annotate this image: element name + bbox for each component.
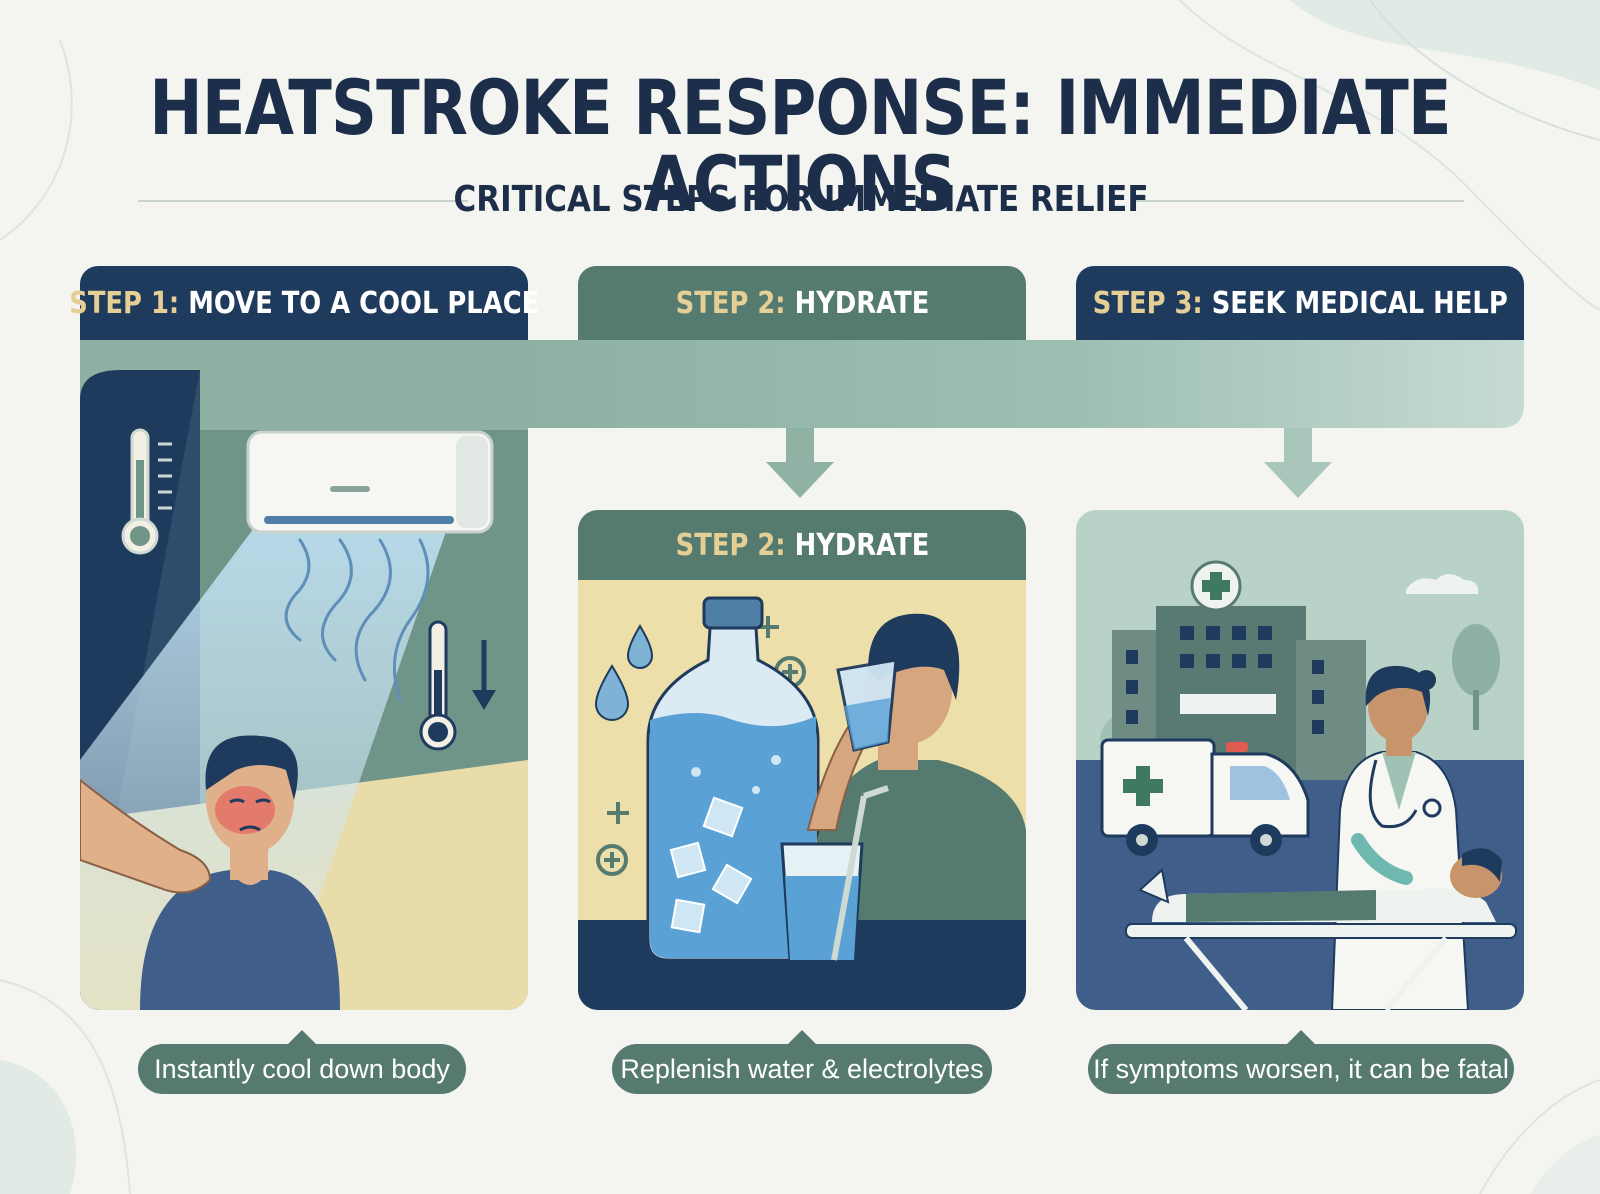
step-2-prefix: STEP 2: [675, 285, 786, 321]
doctor-icon [1330, 665, 1470, 1010]
page-subtitle: CRITICAL STEPS FOR IMMEDIATE RELIEF [453, 179, 1149, 220]
glass-of-water-icon [780, 785, 889, 962]
patient-on-stretcher-icon [1125, 848, 1517, 1010]
step-1-illustration [80, 340, 528, 1010]
connector-flow [528, 340, 1524, 498]
helping-hand-icon [80, 778, 212, 894]
subtitle-row: CRITICAL STEPS FOR IMMEDIATE RELIEF [138, 178, 1464, 222]
step-2-caption: Replenish water & electrolytes [612, 1030, 992, 1094]
hospital-building-icon [1112, 560, 1366, 780]
page-title: HEATSTROKE RESPONSE: IMMEDIATE ACTIONS [149, 63, 1451, 228]
step-3-prefix: STEP 3: [1092, 285, 1203, 321]
step-1-tab: STEP 1: MOVE TO A COOL PLACE [69, 266, 539, 340]
subtitle-rule-left [138, 200, 468, 202]
connector-bar [528, 340, 1524, 428]
step-1-name: MOVE TO A COOL PLACE [178, 285, 540, 321]
step-2-name: HYDRATE [785, 285, 929, 321]
air-conditioner-icon [246, 430, 494, 534]
subtitle-rule-right [1134, 200, 1464, 202]
ambulance-icon [1100, 738, 1310, 856]
step-2-panel-prefix: STEP 2: [675, 527, 786, 563]
water-drop-icon [594, 624, 654, 721]
thermometer-down-icon [419, 620, 496, 751]
step-3-caption: If symptoms worsen, it can be fatal [1088, 1030, 1514, 1094]
step-3-name: SEEK MEDICAL HELP [1202, 285, 1508, 321]
step-3-illustration [1076, 510, 1524, 1010]
step-1-caption: Instantly cool down body [138, 1030, 466, 1094]
step-1-prefix: STEP 1: [69, 285, 179, 321]
step-3-tab: STEP 3: SEEK MEDICAL HELP [1076, 266, 1524, 340]
cool-air-icon [284, 538, 430, 702]
step-2-illustration: STEP 2: HYDRATE [578, 510, 1026, 1010]
step-2-panel-name: HYDRATE [785, 527, 929, 563]
thermometer-icon [121, 428, 172, 555]
step-2-tab: STEP 2: HYDRATE [578, 266, 1026, 340]
step-2-panel-header: STEP 2: HYDRATE [578, 510, 1026, 580]
arrow-down-icon [1264, 428, 1332, 498]
arrow-down-icon [766, 428, 834, 498]
overheated-person-icon [140, 735, 340, 1010]
plus-icon [596, 616, 806, 876]
water-bottle-icon [646, 596, 820, 962]
